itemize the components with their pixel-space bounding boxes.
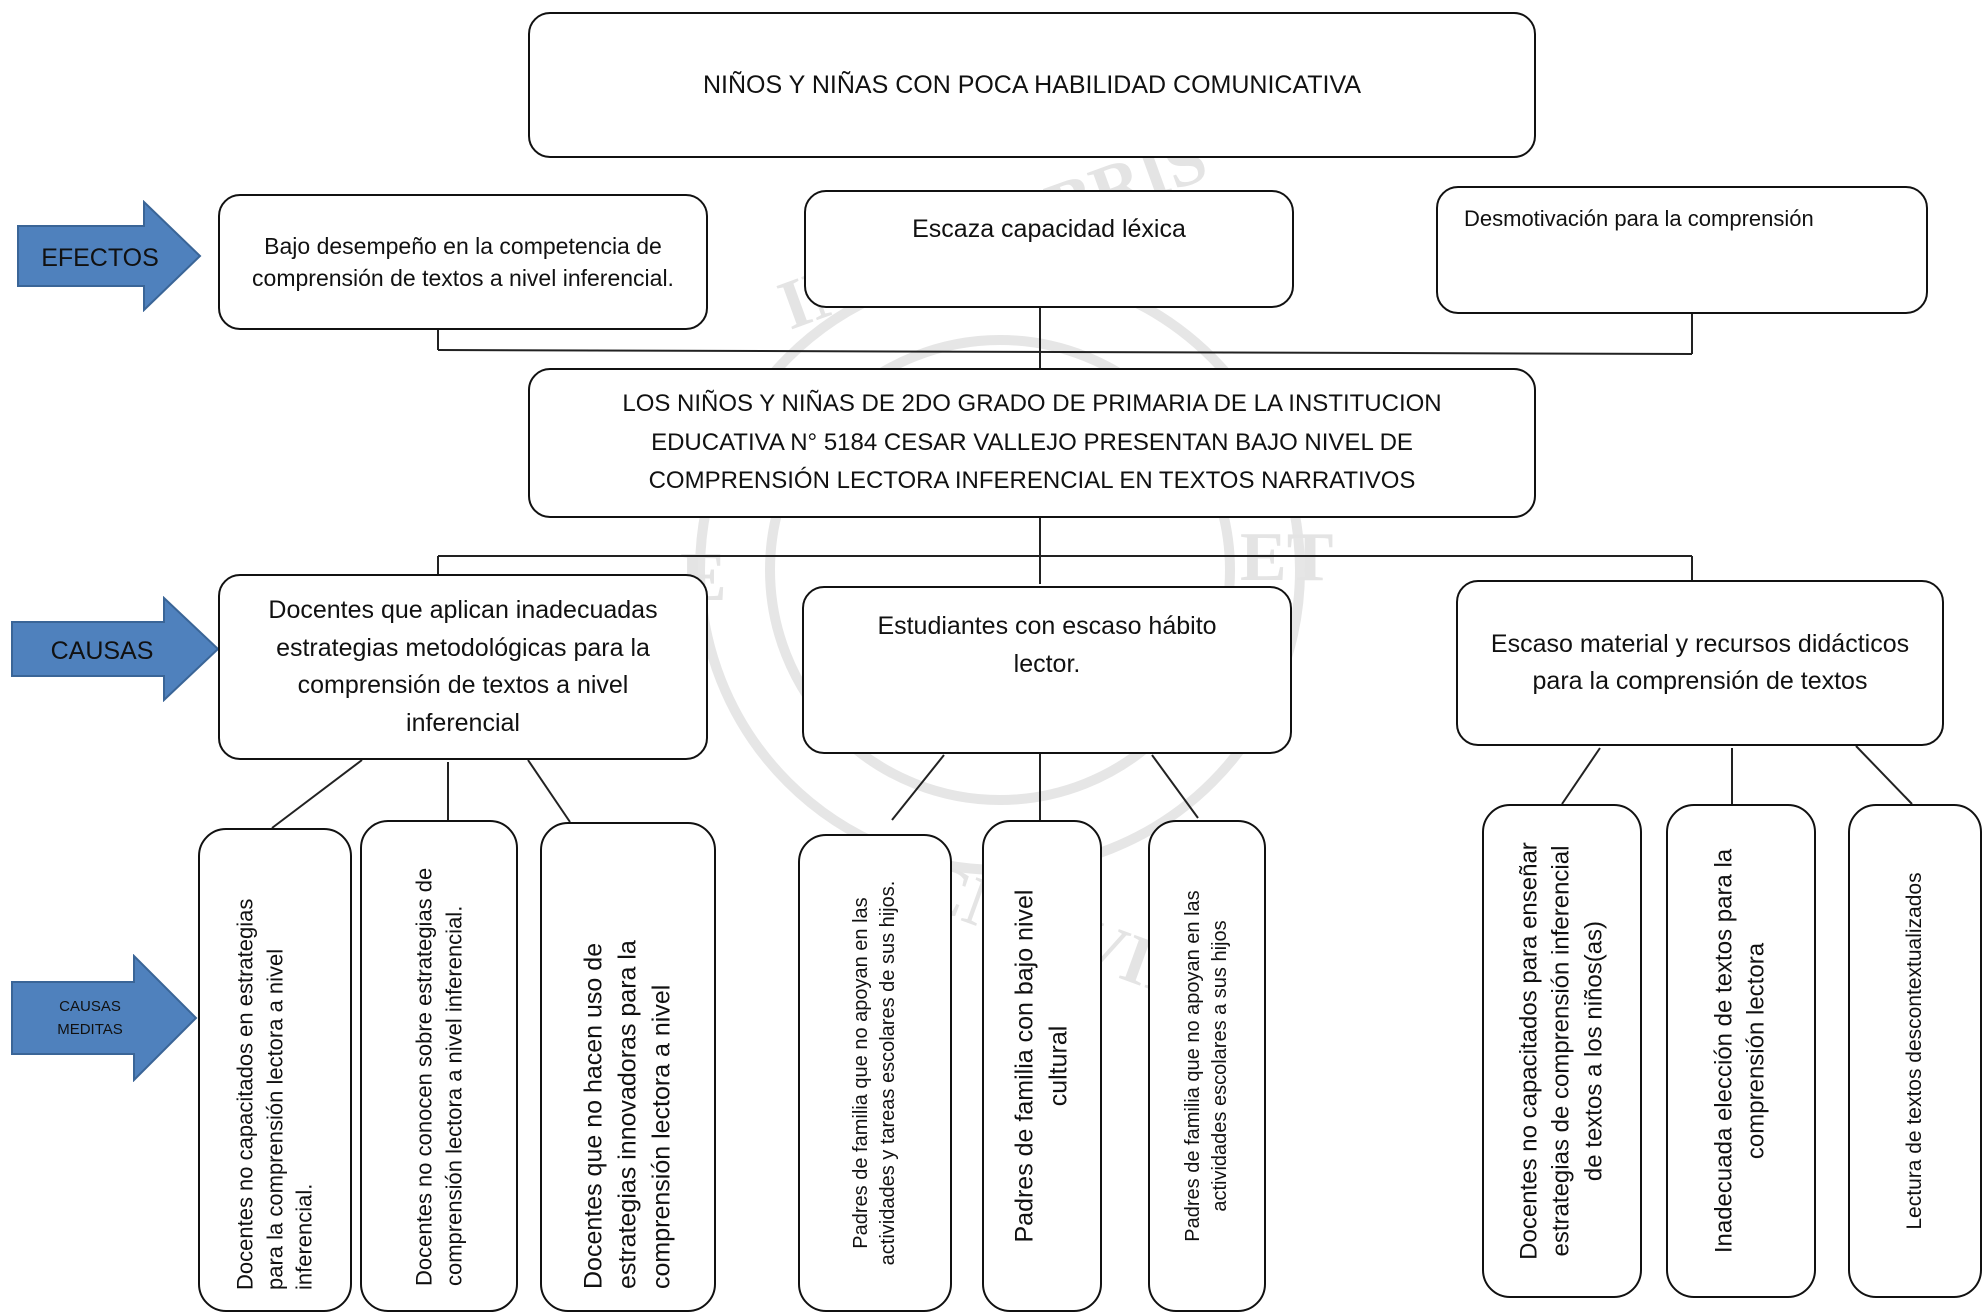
sub-cause-box-1: Docentes no capacitados en estrategias p… xyxy=(198,828,352,1312)
sub-cause-box-5: Padres de familia con bajo nivel cultura… xyxy=(982,820,1102,1312)
sub-cause-box-2: Docentes no conocen sobre estrategias de… xyxy=(360,820,518,1312)
cause-text-3: Escaso material y recursos didácticos pa… xyxy=(1490,629,1910,696)
sub-cause-text-4: Padres de familia que no apoyan en las a… xyxy=(850,880,899,1266)
causas-meditas-label: CAUSAS MEDITAS xyxy=(57,998,123,1038)
cause-text-1: Docentes que aplican inadecuadas estrate… xyxy=(268,596,658,737)
sub-cause-box-3: Docentes que no hacen uso de estrategias… xyxy=(540,822,716,1312)
sub-cause-box-7: Docentes no capacitados para enseñar est… xyxy=(1482,804,1642,1298)
cause-text-2: Estudiantes con escaso hábito lector. xyxy=(877,612,1217,678)
sub-cause-box-8: Inadecuada elección de textos para la co… xyxy=(1666,804,1816,1298)
sub-cause-text-9: Lectura de textos descontextualizados xyxy=(1902,872,1926,1230)
sub-cause-text-2: Docentes no conocen sobre estrategias de… xyxy=(411,867,466,1286)
sub-cause-text-8: Inadecuada elección de textos para la co… xyxy=(1710,848,1770,1254)
effect-box-1: Bajo desempeño en la competencia de comp… xyxy=(218,194,708,330)
sub-cause-text-5: Padres de familia con bajo nivel cultura… xyxy=(1010,889,1072,1243)
title-box: NIÑOS Y NIÑAS CON POCA HABILIDAD COMUNIC… xyxy=(528,12,1536,158)
effect-text-1: Bajo desempeño en la competencia de comp… xyxy=(252,232,674,291)
title-text: NIÑOS Y NIÑAS CON POCA HABILIDAD COMUNIC… xyxy=(703,70,1361,99)
effect-box-3: Desmotivación para la comprensión xyxy=(1436,186,1928,314)
effect-text-3: Desmotivación para la comprensión xyxy=(1464,206,1814,231)
sub-cause-box-6: Padres de familia que no apoyan en las a… xyxy=(1148,820,1266,1312)
sub-cause-text-1: Docentes no capacitados en estrategias p… xyxy=(232,898,317,1290)
causas-meditas-arrow-icon xyxy=(11,954,198,1082)
efectos-arrow-icon xyxy=(17,200,202,312)
sub-cause-text-3: Docentes que no hacen uso de estrategias… xyxy=(579,940,675,1289)
causas-label: CAUSAS xyxy=(50,637,154,665)
sub-cause-box-4: Padres de familia que no apoyan en las a… xyxy=(798,834,952,1312)
cause-box-1: Docentes que aplican inadecuadas estrate… xyxy=(218,574,708,760)
effect-text-2: Escaza capacidad léxica xyxy=(912,215,1186,243)
central-problem-text: LOS NIÑOS Y NIÑAS DE 2DO GRADO DE PRIMAR… xyxy=(622,390,1442,495)
sub-cause-text-6: Padres de familia que no apoyan en las a… xyxy=(1182,890,1231,1242)
sub-cause-text-7: Docentes no capacitados para enseñar est… xyxy=(1515,842,1608,1260)
cause-box-2: Estudiantes con escaso hábito lector. xyxy=(802,586,1292,754)
sub-cause-box-9: Lectura de textos descontextualizados xyxy=(1848,804,1982,1298)
cause-box-3: Escaso material y recursos didácticos pa… xyxy=(1456,580,1944,746)
effect-box-2: Escaza capacidad léxica xyxy=(804,190,1294,308)
watermark-text-right: ET xyxy=(1240,519,1333,596)
causas-arrow-icon xyxy=(11,596,220,702)
efectos-label: EFECTOS xyxy=(41,244,159,272)
central-problem-box: LOS NIÑOS Y NIÑAS DE 2DO GRADO DE PRIMAR… xyxy=(528,368,1536,518)
